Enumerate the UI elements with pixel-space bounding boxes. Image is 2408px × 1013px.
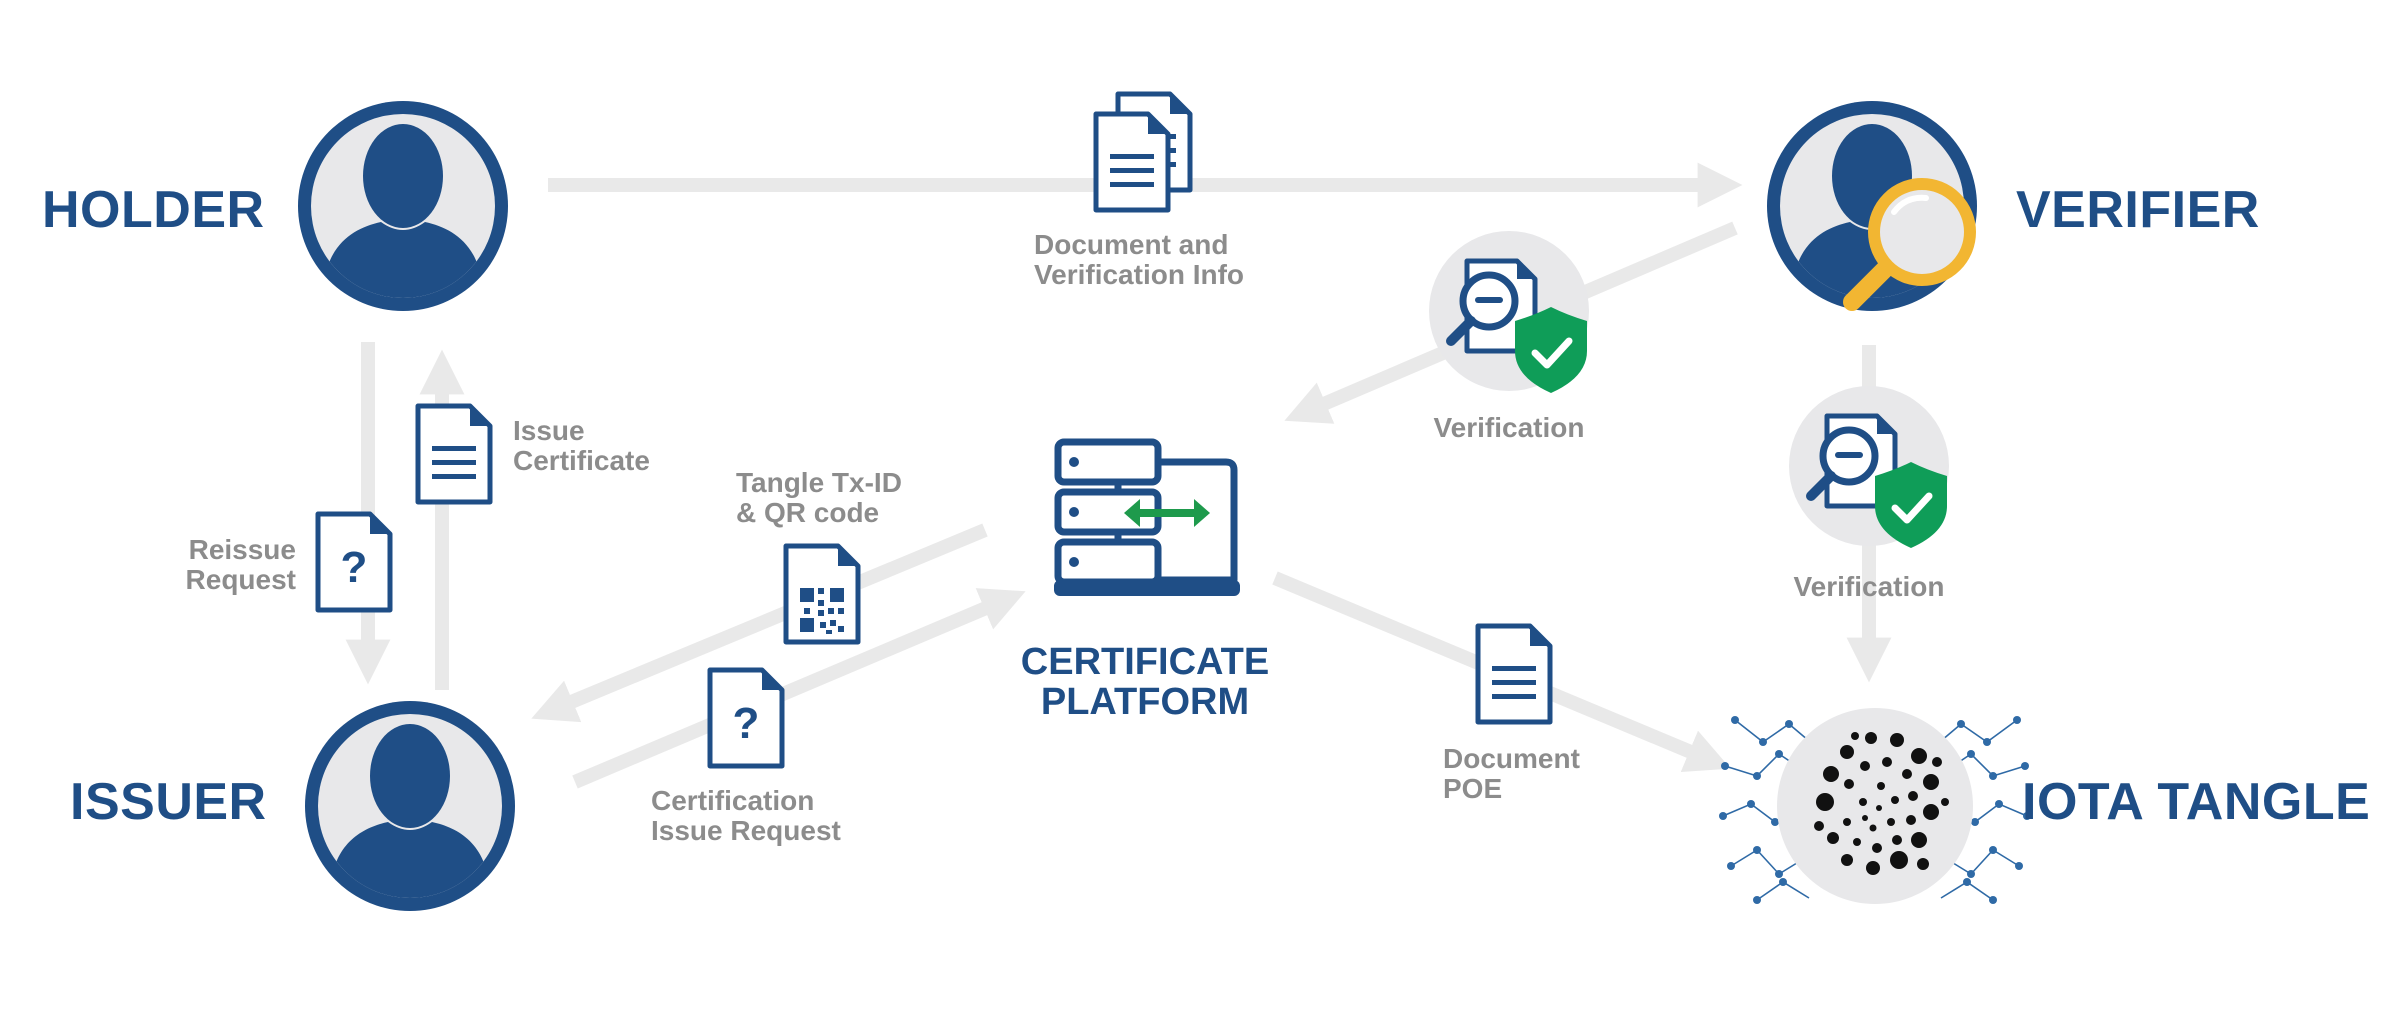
tangle-txid-qr-label: Tangle Tx-ID & QR code <box>736 467 902 528</box>
iota-tangle-label: IOTA TANGLE <box>2022 773 2371 831</box>
document-poe-icon <box>1478 626 1550 722</box>
issue-certificate-document-icon <box>418 406 490 502</box>
qr-document-icon <box>783 543 861 645</box>
document-verification-info-label: Document and Verification Info <box>1034 229 1245 290</box>
verification-label-right: Verification <box>1793 571 1945 602</box>
documents-stack-icon <box>1096 94 1190 210</box>
verification-shield-icon <box>1429 231 1589 393</box>
reissue-question-document-icon <box>318 514 390 610</box>
verification-shield-icon <box>1789 386 1949 548</box>
issuer-label: ISSUER <box>70 773 267 831</box>
platform-title-line2: PLATFORM <box>1040 681 1250 723</box>
reissue-request-label: Reissue Request <box>185 534 296 595</box>
iota-tangle-network-icon <box>1719 708 2031 904</box>
certification-request-question-document-icon <box>710 670 782 766</box>
iota-logo-icon <box>1814 732 1949 875</box>
certification-issue-request-label: Certification Issue Request <box>651 785 841 846</box>
holder-avatar <box>298 101 508 311</box>
platform-title-line1: CERTIFICATE <box>1020 641 1270 683</box>
verifier-avatar <box>1767 101 1977 311</box>
arrow-platform-to-issuer <box>531 523 988 723</box>
exchange-arrows-icon <box>1124 499 1210 527</box>
issue-certificate-label: Issue Certificate <box>513 415 650 476</box>
issuer-avatar <box>305 701 515 911</box>
document-poe-label: Document POE <box>1443 743 1580 804</box>
arrow-issuer-to-platform <box>572 588 1026 789</box>
magnifier-icon <box>1843 178 1976 311</box>
verification-label-top: Verification <box>1433 412 1585 443</box>
platform-title: CERTIFICATE PLATFORM <box>1010 642 1280 722</box>
server-laptop-icon <box>1054 438 1240 596</box>
verifier-label: VERIFIER <box>2016 181 2260 239</box>
holder-label: HOLDER <box>42 181 265 239</box>
